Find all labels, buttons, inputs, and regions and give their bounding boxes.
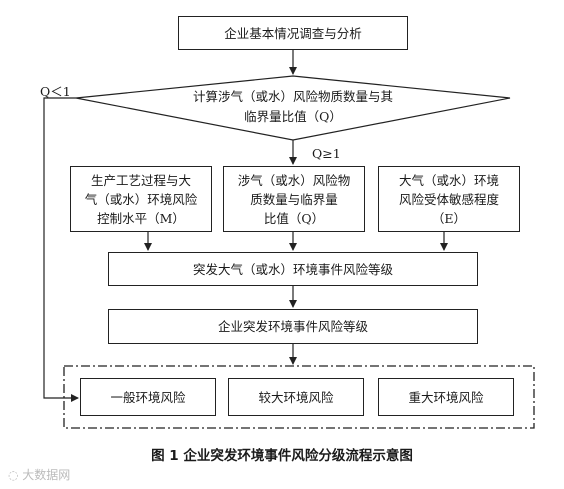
general-risk-label: 一般环境风险 [110,389,186,405]
general-risk-box: 一般环境风险 [80,378,216,416]
watermark: ◌ 大数据网 [8,468,71,482]
survey-label: 企业基本情况调查与分析 [224,25,362,41]
receptor-box: 大气（或水）环境 风险受体敏感程度 （E） [378,166,520,232]
env-event-level-box: 突发大气（或水）环境事件风险等级 [108,252,478,286]
env-event-level-label: 突发大气（或水）环境事件风险等级 [192,261,393,277]
larger-risk-box: 较大环境风险 [228,378,364,416]
enterprise-level-box: 企业突发环境事件风险等级 [108,309,478,344]
larger-risk-label: 较大环境风险 [258,389,334,405]
arrow-q-less-path [43,97,79,402]
process-box: 生产工艺过程与大 气（或水）环境风险 控制水平（M） [70,166,212,232]
watermark-logo-icon: ◌ [8,468,23,482]
enterprise-level-label: 企业突发环境事件风险等级 [217,319,368,334]
survey-box: 企业基本情况调查与分析 [178,16,408,50]
risk-grade-group [63,365,535,429]
q-less-label: Q＜1 [40,84,71,99]
major-risk-box: 重大环境风险 [378,378,514,416]
q-geq-label: Q≥1 [312,146,341,161]
figure-caption: 图 1 企业突发环境事件风险分级流程示意图 [151,448,413,464]
major-risk-label: 重大环境风险 [408,389,484,405]
ratio-box: 涉气（或水）风险物 质数量与临界量 比值（Q） [223,166,365,232]
decision-label: 计算涉气（或水）风险物质数量与其 临界量比值（Q） [192,89,393,124]
